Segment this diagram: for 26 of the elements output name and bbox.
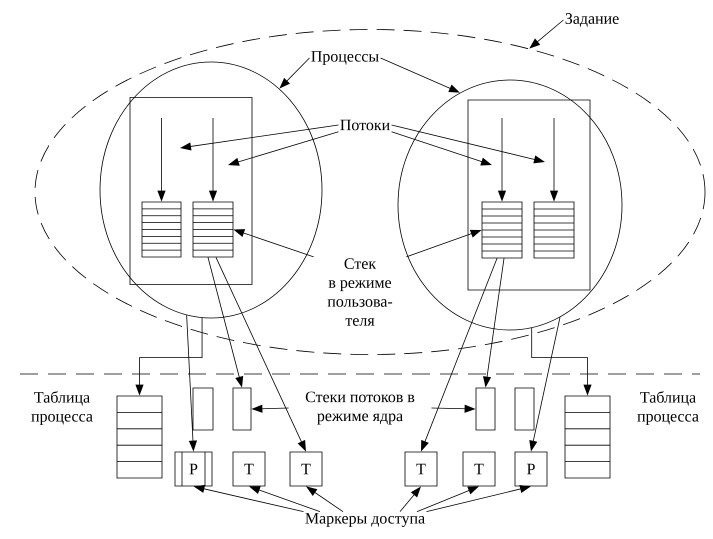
table-caption: Таблица процесса bbox=[637, 391, 699, 425]
dashed-ellipse bbox=[34, 29, 706, 355]
label-text: Потоки bbox=[340, 120, 390, 130]
process-circle bbox=[398, 80, 622, 330]
label-text: Маркеры доступа bbox=[305, 513, 425, 527]
token-box: Т bbox=[232, 452, 266, 486]
token-box: Т bbox=[290, 452, 322, 486]
stack-box bbox=[192, 202, 234, 258]
process-box bbox=[130, 97, 252, 285]
label-text: Задание bbox=[566, 13, 619, 27]
stack-box bbox=[534, 202, 574, 258]
stack-box bbox=[142, 202, 182, 258]
stack-box bbox=[482, 202, 522, 258]
stack-box bbox=[192, 388, 214, 430]
stack-box bbox=[232, 388, 252, 430]
stack-box bbox=[476, 388, 496, 430]
token-box: Т bbox=[462, 452, 496, 486]
token-box: Р bbox=[514, 452, 548, 486]
stack-box bbox=[514, 388, 534, 430]
label-text: Стек в режиме пользова-теля bbox=[328, 258, 392, 326]
token-box: Т bbox=[404, 452, 438, 486]
label-text: Процессы bbox=[311, 51, 379, 65]
table-caption: Таблица процесса bbox=[31, 391, 93, 425]
process-box bbox=[468, 100, 590, 290]
token-box: Р bbox=[174, 452, 212, 486]
label-text: Стеки потоков в режиме ядра bbox=[306, 392, 414, 424]
